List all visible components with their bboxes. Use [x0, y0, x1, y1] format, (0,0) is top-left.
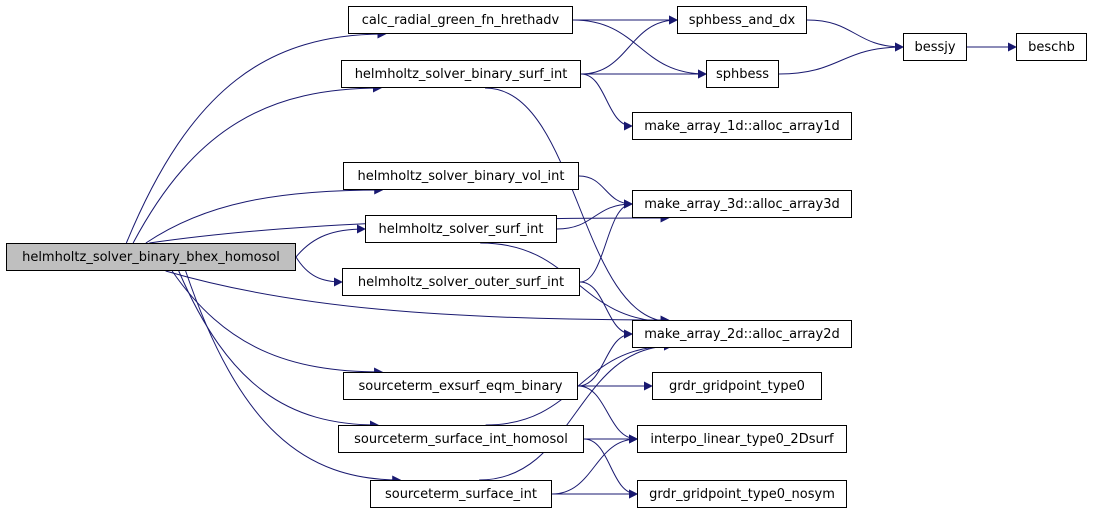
edge-vol_int_bin-to-alloc3d: [578, 175, 633, 209]
edge-outer_surf-to-alloc3d: [579, 199, 633, 283]
node-helmholtz-solver-surf-int[interactable]: helmholtz_solver_surf_int: [365, 215, 557, 243]
node-grdr-gridpoint-type0-nosym[interactable]: grdr_gridpoint_type0_nosym: [637, 480, 847, 508]
edge-sphbess-to-bessjy: [778, 42, 904, 75]
node-label: helmholtz_solver_surf_int: [378, 221, 544, 237]
edge-surf_int_bin-to-sphbess_dx: [580, 15, 678, 75]
node-helmholtz-solver-binary-vol-int[interactable]: helmholtz_solver_binary_vol_int: [343, 162, 579, 190]
edge-root-to-outer_surf: [295, 256, 343, 287]
node-label: make_array_3d::alloc_array3d: [644, 196, 840, 212]
edge-root-to-alloc2d: [165, 270, 670, 325]
edge-sphbess_dx-to-bessjy: [806, 19, 904, 52]
edge-root-to-vol_int_bin: [145, 185, 384, 244]
edge-root-to-surf_int_bin: [132, 83, 382, 244]
node-helmholtz-solver-binary-bhex-homosol[interactable]: helmholtz_solver_binary_bhex_homosol: [6, 243, 296, 271]
node-label: helmholtz_solver_binary_surf_int: [354, 66, 568, 82]
node-label: sourceterm_surface_int_homosol: [354, 431, 568, 447]
node-helmholtz-solver-binary-surf-int[interactable]: helmholtz_solver_binary_surf_int: [341, 60, 581, 88]
edge-calc_radial-to-sphbess: [572, 19, 707, 79]
node-calc-radial-green-fn-hrethadv[interactable]: calc_radial_green_fn_hrethadv: [348, 6, 573, 34]
edge-exsurf-to-alloc2d: [577, 329, 633, 387]
edge-root-to-surf_src: [185, 270, 402, 485]
node-label: helmholtz_solver_binary_vol_int: [357, 168, 565, 184]
edge-root-to-calc_radial: [125, 29, 387, 244]
edge-root-to-surf_homosol: [178, 270, 379, 430]
edge-root-to-surf_int: [295, 224, 366, 258]
node-label: make_array_2d::alloc_array2d: [644, 326, 840, 342]
edge-surf_int_bin-to-alloc1d: [580, 73, 633, 131]
node-grdr-gridpoint-type0[interactable]: grdr_gridpoint_type0: [652, 372, 822, 400]
node-sourceterm-surface-int[interactable]: sourceterm_surface_int: [370, 480, 552, 508]
node-label: helmholtz_solver_outer_surf_int: [357, 274, 565, 290]
edge-surf_src-to-interpo: [551, 434, 638, 495]
edge-exsurf-to-interpo: [577, 385, 638, 444]
node-label: grdr_gridpoint_type0_nosym: [649, 486, 835, 502]
node-label: grdr_gridpoint_type0: [669, 378, 805, 394]
edge-surf_int_bin-to-alloc2d: [484, 87, 673, 327]
node-label: helmholtz_solver_binary_bhex_homosol: [22, 249, 280, 265]
node-sphbess-and-dx[interactable]: sphbess_and_dx: [677, 6, 807, 34]
node-sourceterm-exsurf-eqm-binary[interactable]: sourceterm_exsurf_eqm_binary: [343, 372, 578, 400]
edge-surf_homosol-to-alloc2d: [485, 341, 673, 426]
edge-surf_src-to-alloc2d: [479, 341, 673, 481]
node-label: sphbess_and_dx: [688, 12, 796, 28]
node-label: calc_radial_green_fn_hrethadv: [361, 12, 560, 28]
node-label: beschb: [1028, 39, 1075, 55]
node-sphbess[interactable]: sphbess: [706, 60, 779, 88]
edge-surf_homosol-to-grdr_nosym: [583, 438, 638, 499]
node-label: sourceterm_exsurf_eqm_binary: [358, 378, 563, 394]
node-label: make_array_1d::alloc_array1d: [644, 118, 840, 134]
node-label: sourceterm_surface_int: [384, 486, 538, 502]
node-label: bessjy: [914, 39, 956, 55]
node-label: sphbess: [715, 66, 770, 82]
node-alloc-array1d[interactable]: make_array_1d::alloc_array1d: [632, 112, 852, 140]
edge-outer_surf-to-alloc2d: [579, 281, 633, 339]
node-label: interpo_linear_type0_2Dsurf: [650, 431, 834, 447]
node-alloc-array3d[interactable]: make_array_3d::alloc_array3d: [632, 190, 852, 218]
node-sourceterm-surface-int-homosol[interactable]: sourceterm_surface_int_homosol: [338, 425, 584, 453]
node-bessjy[interactable]: bessjy: [903, 33, 967, 61]
node-helmholtz-solver-outer-surf-int[interactable]: helmholtz_solver_outer_surf_int: [342, 268, 580, 296]
edge-surf_int-to-alloc3d: [556, 199, 633, 230]
node-interpo-linear-type0-2dsurf[interactable]: interpo_linear_type0_2Dsurf: [637, 425, 847, 453]
node-alloc-array2d[interactable]: make_array_2d::alloc_array2d: [632, 320, 852, 348]
node-beschb[interactable]: beschb: [1016, 33, 1087, 61]
edge-root-to-exsurf: [171, 270, 384, 377]
